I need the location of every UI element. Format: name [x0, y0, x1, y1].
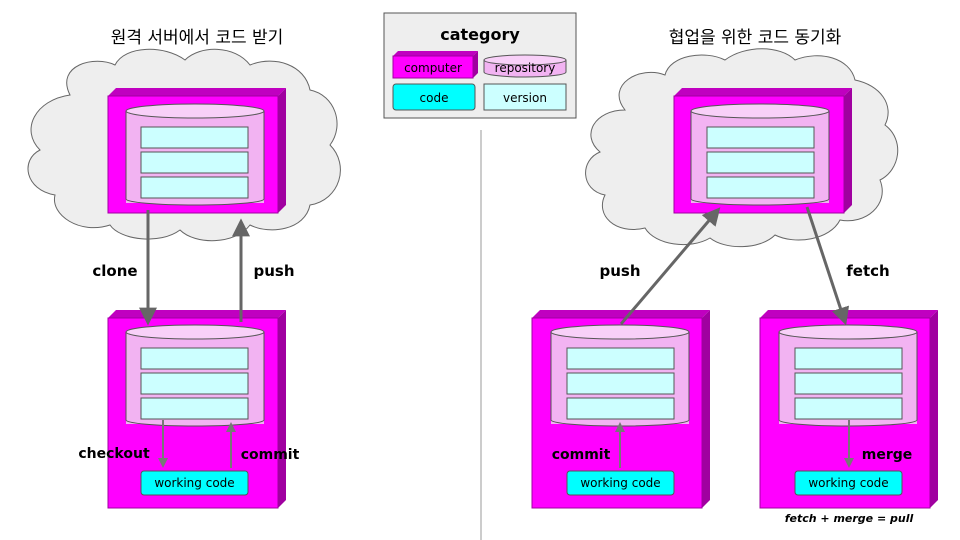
version-block: [140, 347, 249, 370]
version-block: [706, 176, 815, 199]
right-working-code-label-a: working code: [580, 476, 660, 490]
version-block: [140, 151, 249, 174]
version-block: [794, 372, 903, 395]
left-working-code-box: [140, 470, 249, 496]
legend-computer-label: computer: [404, 61, 462, 75]
right-working-code-box-a: [566, 470, 675, 496]
legend-repository: repository: [483, 54, 567, 78]
version-block: [566, 372, 675, 395]
right-local-versions-b: [794, 347, 903, 420]
push-label-left: push: [253, 262, 294, 280]
left-server-versions: [140, 126, 249, 199]
right-local-versions-a: [566, 347, 675, 420]
version-block: [566, 347, 675, 370]
legend-version-label: version: [503, 91, 547, 105]
right-working-code-box-b: [794, 470, 903, 496]
version-block: [706, 151, 815, 174]
version-block: [706, 126, 815, 149]
pull-note: fetch + merge = pull: [785, 512, 914, 525]
clone-label: clone: [92, 262, 137, 280]
right-title: 협업을 위한 코드 동기화: [669, 28, 842, 48]
push-arrow-right: [619, 207, 721, 325]
push-label-right: push: [599, 262, 640, 280]
checkout-label: checkout: [78, 446, 150, 462]
left-local-versions: [140, 347, 249, 420]
left-working-code-label: working code: [154, 476, 234, 490]
version-block: [140, 126, 249, 149]
right-server-versions: [706, 126, 815, 199]
version-block: [140, 176, 249, 199]
version-block: [140, 372, 249, 395]
version-block: [566, 397, 675, 420]
left-title: 원격 서버에서 코드 받기: [111, 28, 284, 48]
legend-code-label: code: [420, 91, 449, 105]
version-block: [140, 397, 249, 420]
fetch-label: fetch: [846, 262, 889, 280]
legend-title: category: [440, 25, 520, 44]
commit-label-left: commit: [241, 447, 300, 463]
version-block: [794, 347, 903, 370]
fetch-arrow: [805, 206, 850, 326]
legend-repository-label: repository: [495, 61, 556, 75]
commit-label-right: commit: [552, 447, 611, 463]
version-block: [794, 397, 903, 420]
right-working-code-label-b: working code: [808, 476, 888, 490]
merge-label: merge: [862, 447, 913, 463]
legend-computer: computer: [392, 51, 478, 79]
legend-code-box: [392, 83, 476, 111]
legend-version-box: [483, 83, 567, 111]
